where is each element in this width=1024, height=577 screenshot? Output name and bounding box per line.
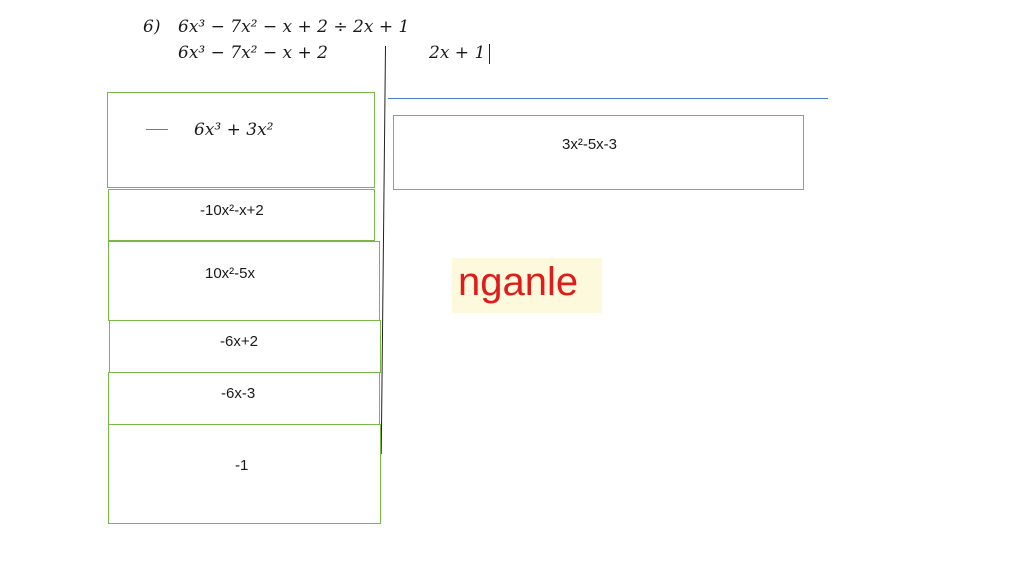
divisor: 2x + 1 (429, 43, 486, 63)
step-box-2[interactable]: -10x²-x+2 (108, 189, 375, 241)
step-text-6: -1 (235, 457, 249, 474)
watermark-text: nganle (458, 260, 579, 304)
problem-expression: 6x³ − 7x² − x + 2 ÷ 2x + 1 (178, 17, 410, 37)
watermark: nganle (452, 258, 602, 313)
division-horizontal-line (388, 98, 828, 99)
quotient-box[interactable]: 3x²-5x-3 (393, 115, 804, 190)
step-box-4[interactable]: -6x+2 (109, 320, 381, 373)
division-vertical-line (380, 46, 386, 454)
quotient-text: 3x²-5x-3 (562, 136, 618, 153)
step-text-4: -6x+2 (220, 333, 258, 350)
step-text-3: 10x²-5x (205, 265, 256, 282)
step-text-5: -6x-3 (221, 385, 256, 402)
step-text-2: -10x²-x+2 (200, 202, 264, 219)
step-text-1: 6x³ + 3x² (194, 120, 274, 140)
text-cursor (489, 44, 490, 64)
step-box-6[interactable]: -1 (108, 424, 381, 524)
step-box-5[interactable]: -6x-3 (108, 372, 380, 425)
minus-mark (146, 129, 168, 130)
problem-label: 6) (143, 17, 161, 37)
dividend: 6x³ − 7x² − x + 2 (178, 43, 328, 63)
step-box-1[interactable]: 6x³ + 3x² (107, 92, 375, 188)
step-box-3[interactable]: 10x²-5x (108, 241, 380, 321)
